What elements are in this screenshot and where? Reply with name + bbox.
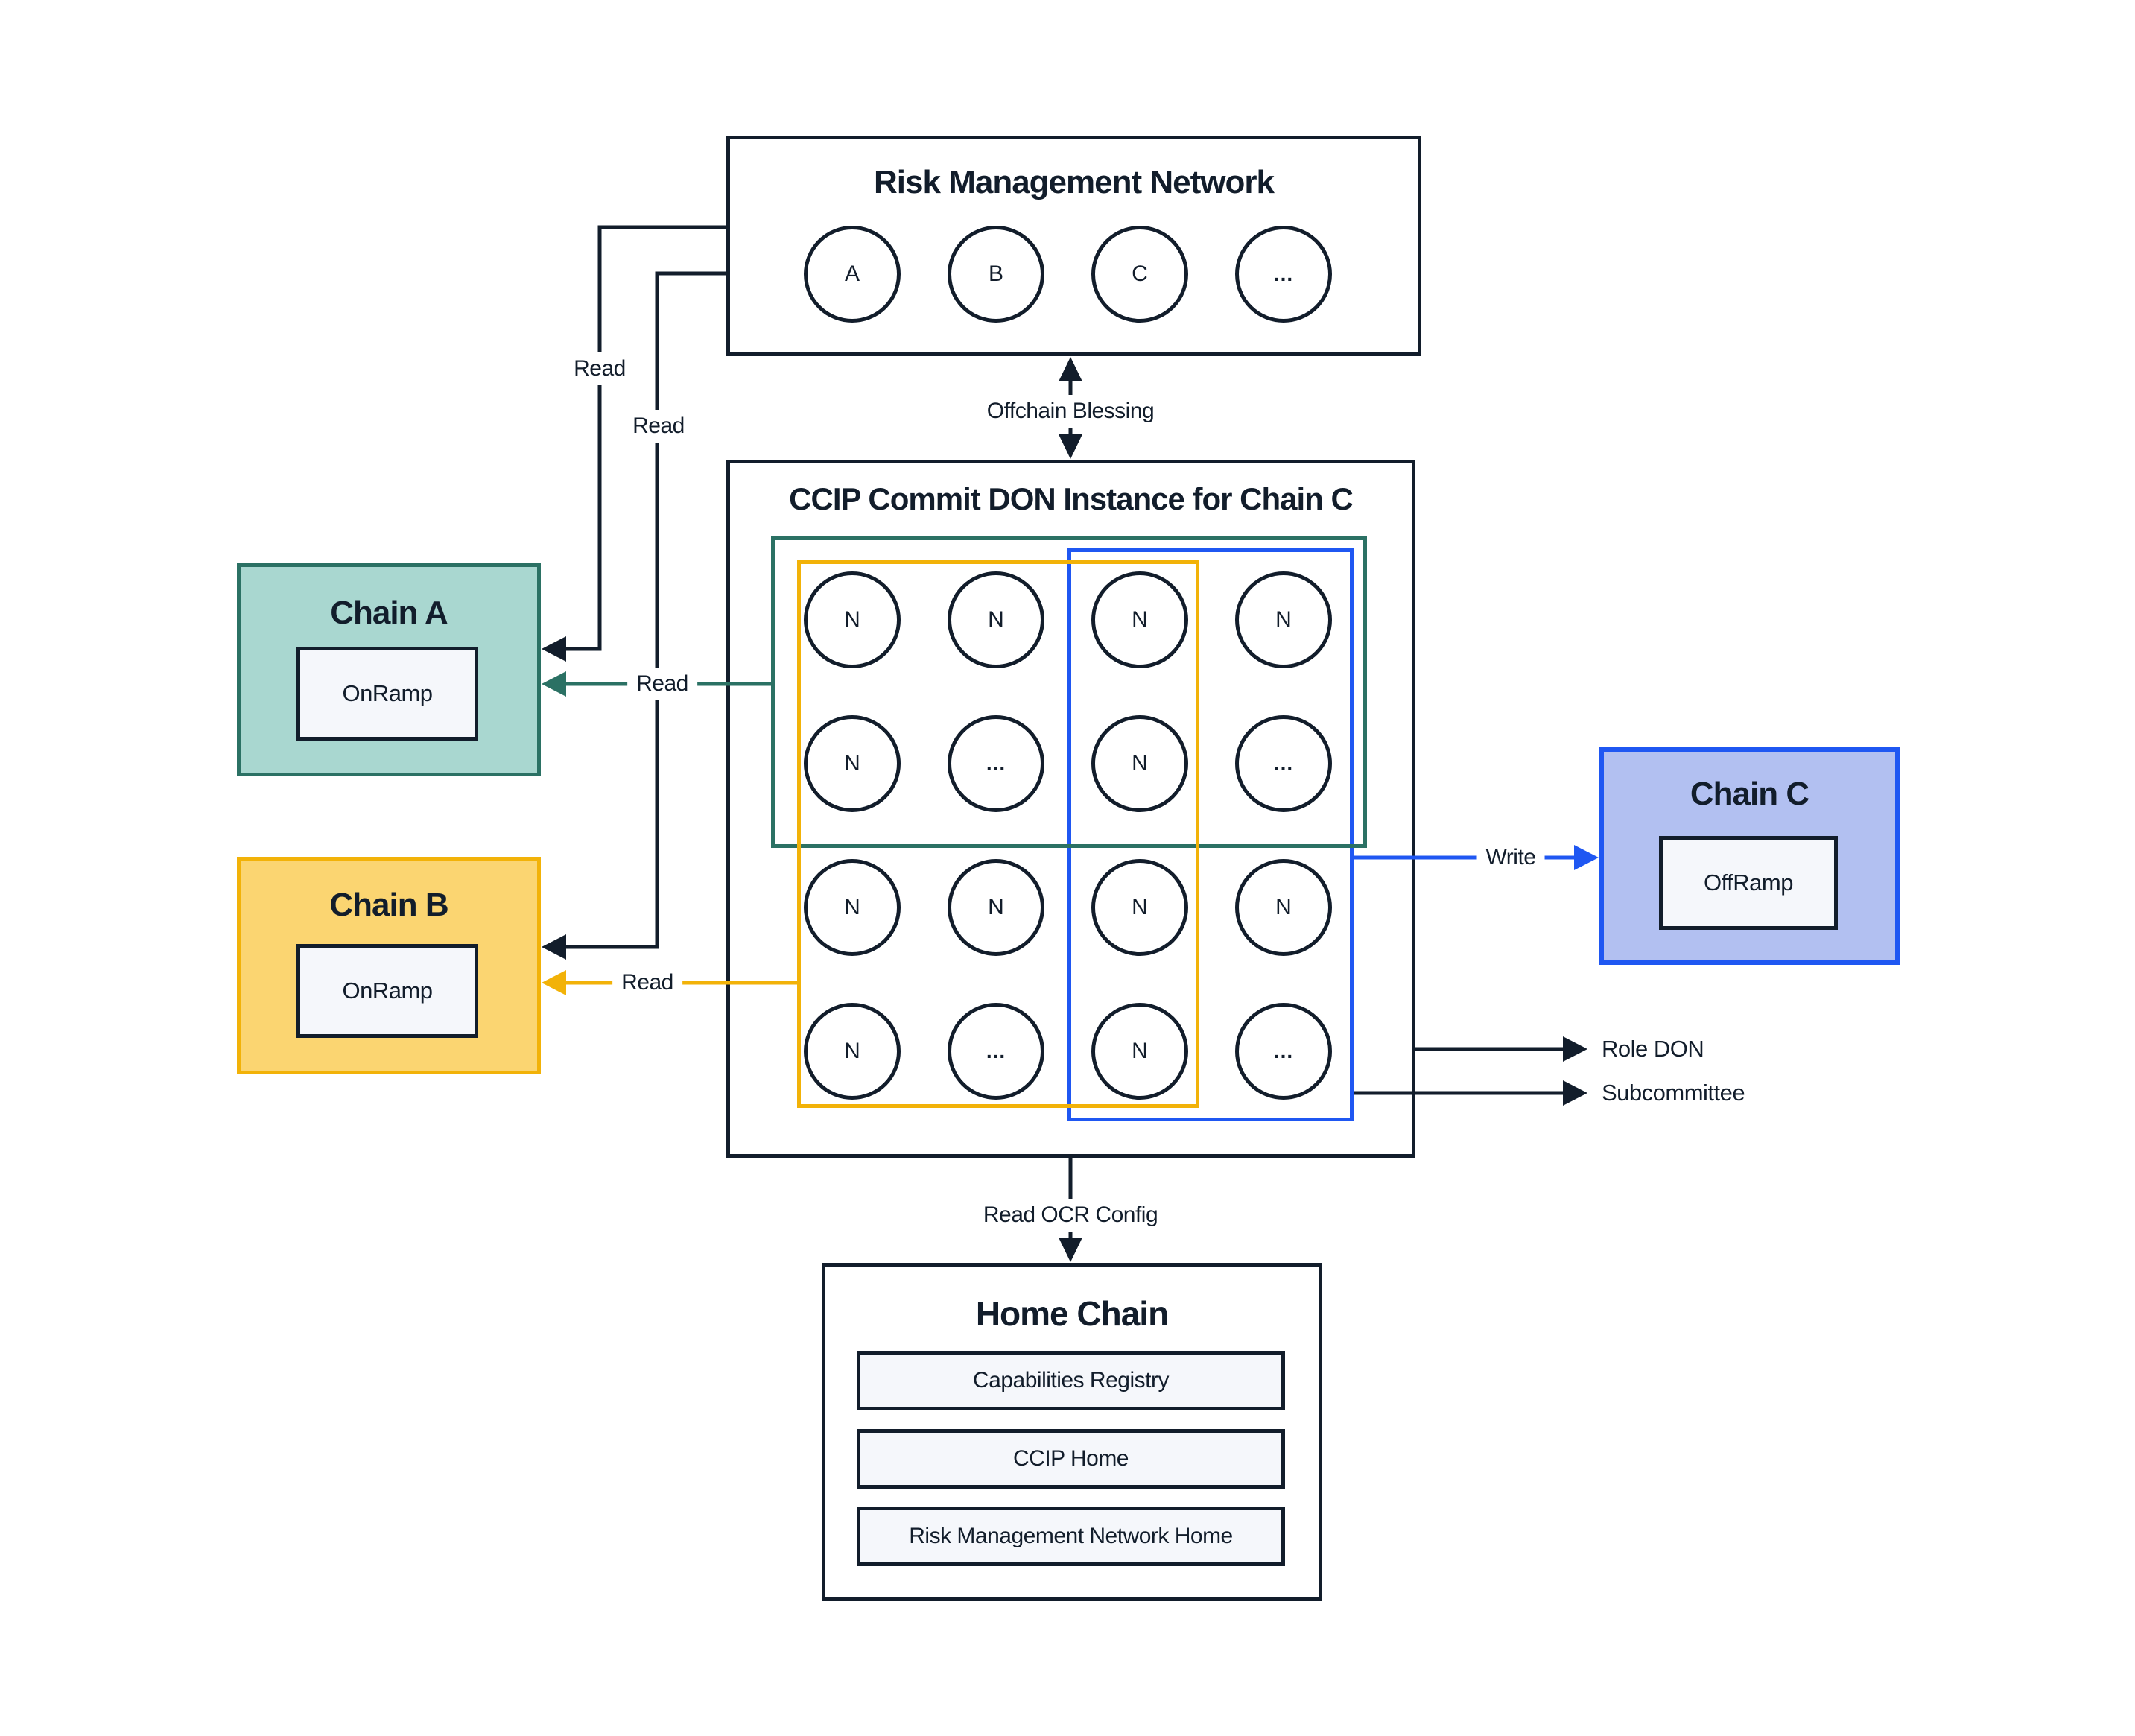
chain-b-read-subset-rect [797,560,1199,1108]
subcommittee-subset-rect [1068,548,1354,1121]
read-label-rmn-chain-b: Read [624,410,694,443]
arrowhead-blessing-down [1059,434,1082,459]
don-node-r3-c4: N [1235,859,1332,956]
don-node-r1-c1: N [804,571,901,668]
arrowhead-read-ocr-down [1059,1238,1082,1262]
chain-b-onramp-label: OnRamp [342,978,433,1004]
chain-a-read-subset-rect [771,536,1367,848]
write-label: Write [1476,841,1545,874]
don-node-r1-c2: N [948,571,1044,668]
read-label-don-chain-a: Read [627,668,697,700]
rmn-node-2: B [948,226,1044,323]
rmn-read-chain-b-line [548,271,726,949]
don-node-r2-c4: ... [1235,715,1332,812]
chain-a-onramp-box: OnRamp [296,647,478,741]
don-node-r2-c3: N [1091,715,1188,812]
read-label-rmn-chain-a: Read [565,352,635,385]
don-node-r4-c2: ... [948,1003,1044,1100]
chain-b-box: Chain B OnRamp [237,857,541,1074]
role-don-label: Role DON [1602,1036,1704,1062]
don-node-r4-c3: N [1091,1003,1188,1100]
chain-c-offramp-label: OffRamp [1704,869,1793,896]
commit-don-title: CCIP Commit DON Instance for Chain C [789,481,1354,516]
don-node-r3-c1: N [804,859,901,956]
chain-b-onramp-box: OnRamp [296,944,478,1038]
rmn-node-1: A [804,226,901,323]
subcommittee-label: Subcommittee [1602,1080,1745,1106]
chain-b-title: Chain B [329,887,448,923]
arrowhead-chain-b-black [542,934,566,960]
don-node-r1-c4: N [1235,571,1332,668]
chain-c-box: Chain C OffRamp [1599,747,1900,965]
arrowhead-blessing-up [1059,357,1082,381]
arrowhead-chain-c-blue [1574,845,1599,870]
arrowhead-role-don [1563,1036,1587,1062]
home-contract-1: Capabilities Registry [857,1351,1285,1410]
chain-c-offramp-box: OffRamp [1659,836,1838,930]
chain-a-onramp-label: OnRamp [342,680,433,706]
home-chain-title: Home Chain [975,1294,1169,1333]
rmn-node-3: C [1091,226,1188,323]
offchain-blessing-label: Offchain Blessing [977,395,1164,428]
read-label-don-chain-b: Read [612,966,682,999]
read-ocr-config-label: Read OCR Config [974,1199,1167,1232]
don-node-r3-c3: N [1091,859,1188,956]
home-contract-2: CCIP Home [857,1429,1285,1489]
home-contract-3: Risk Management Network Home [857,1507,1285,1566]
chain-c-title: Chain C [1690,776,1809,812]
don-node-r1-c3: N [1091,571,1188,668]
arrowhead-chain-a-black [542,636,566,662]
rmn-read-chain-a-line [548,225,726,651]
arrowhead-chain-a-teal [542,671,566,697]
don-node-r3-c2: N [948,859,1044,956]
risk-management-network-title: Risk Management Network [874,164,1275,200]
arrowhead-chain-b-yellow [542,970,566,995]
don-node-r2-c1: N [804,715,901,812]
don-node-r4-c1: N [804,1003,901,1100]
rmn-node-4: ... [1235,226,1332,323]
don-node-r4-c4: ... [1235,1003,1332,1100]
chain-a-box: Chain A OnRamp [237,563,541,776]
chain-a-title: Chain A [330,595,448,631]
don-node-r2-c2: ... [948,715,1044,812]
arrowhead-subcommittee [1563,1080,1587,1106]
